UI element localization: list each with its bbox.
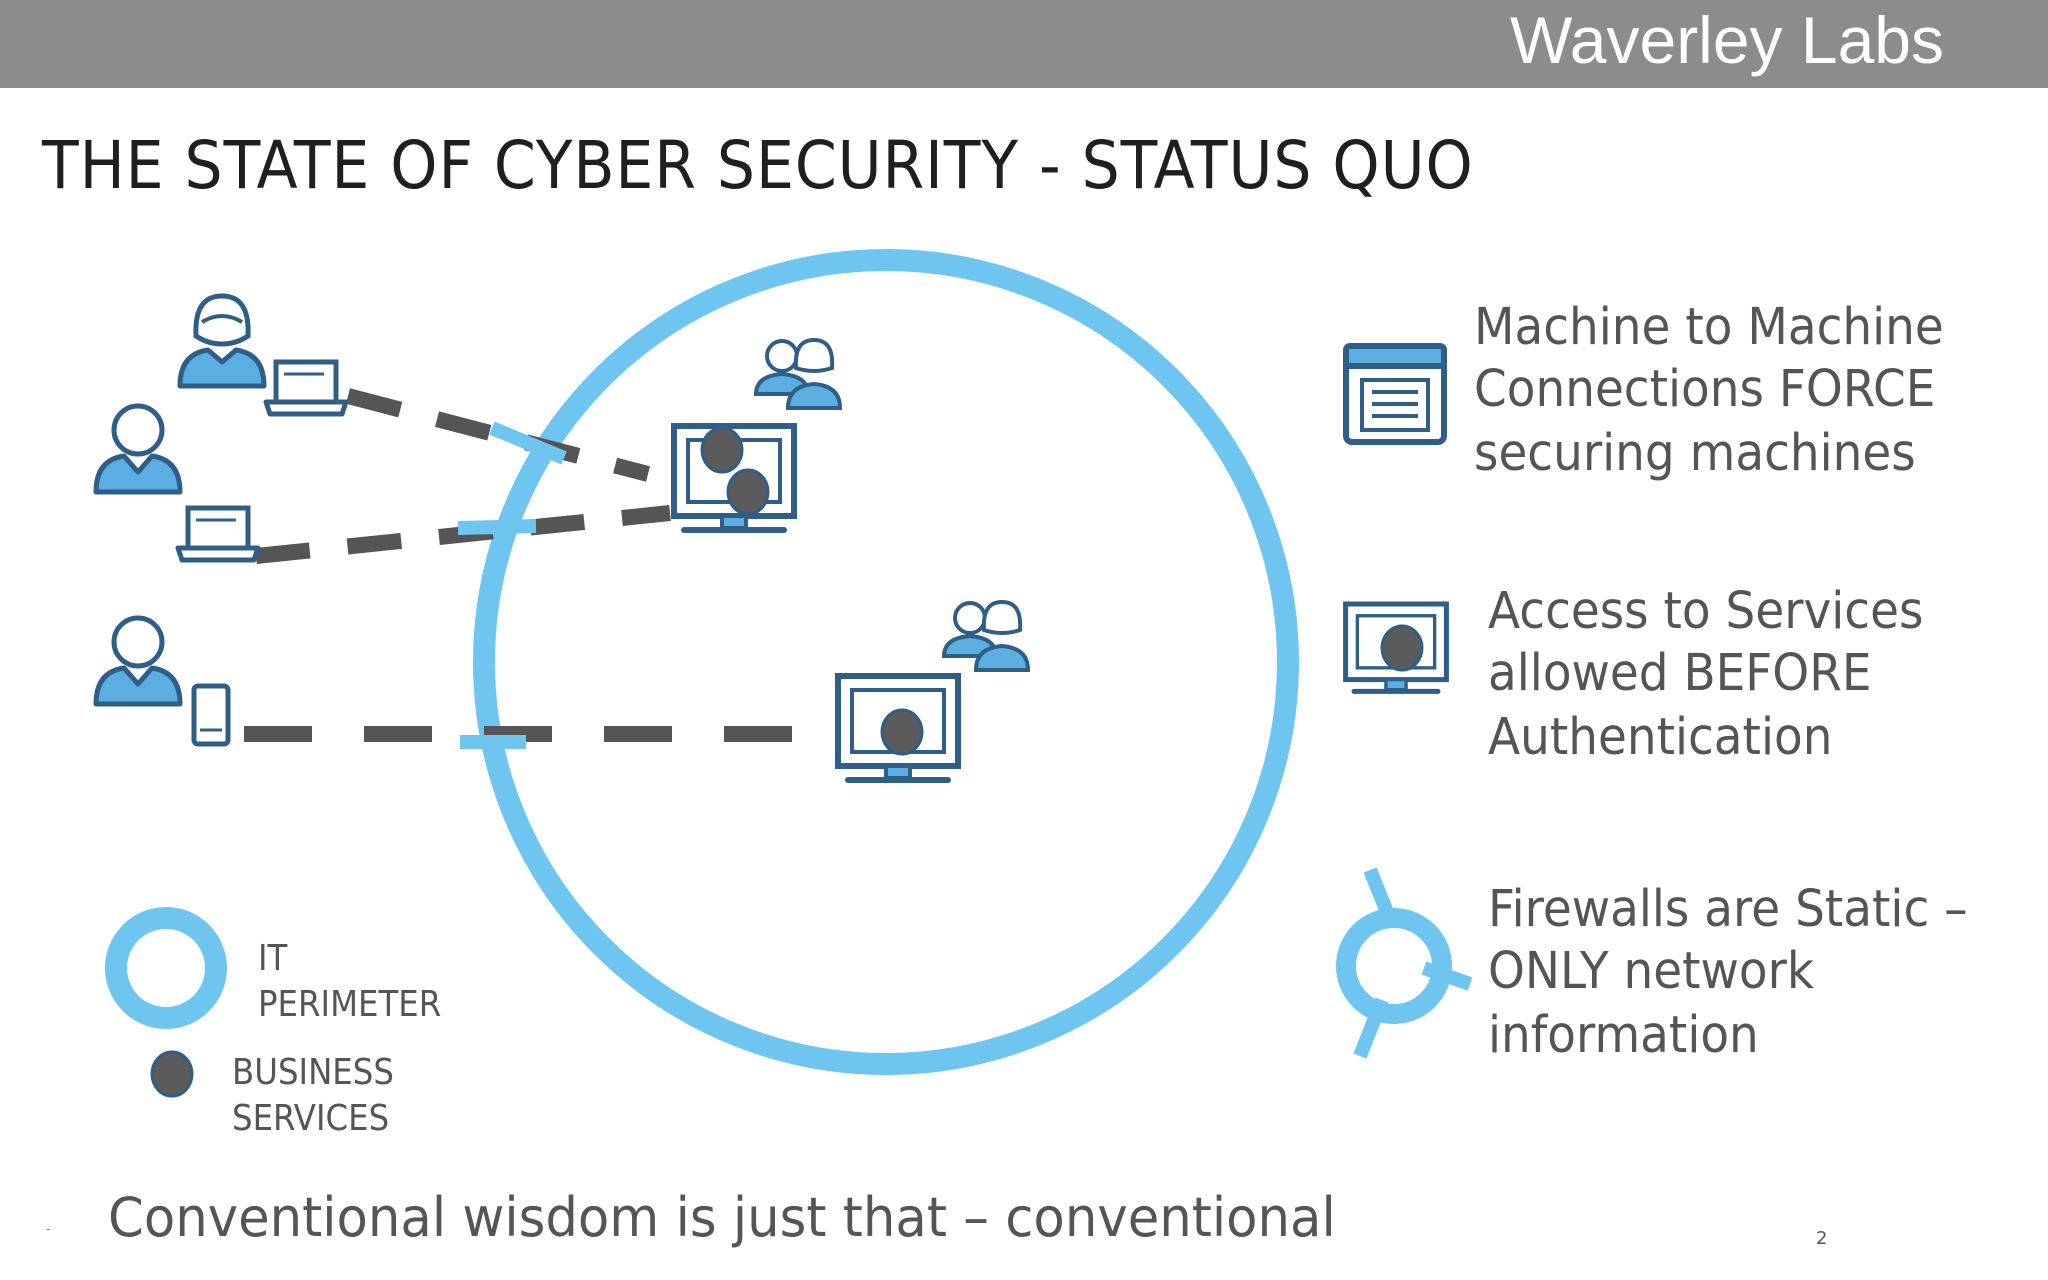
bullet-3-line-3: information	[1488, 1006, 1759, 1065]
bullet-2-line-2: allowed BEFORE	[1488, 644, 1872, 703]
service-monitor-icon	[838, 676, 958, 780]
legend-services-label-1: BUSINESS	[232, 1052, 394, 1093]
legend-perimeter-label-1: IT	[258, 938, 288, 979]
bullet-1-line-2: Connections FORCE	[1474, 360, 1936, 419]
laptop-icon	[178, 508, 258, 560]
user-icon	[180, 296, 264, 386]
bullet-3-line-1: Firewalls are Static –	[1488, 880, 1968, 939]
user-group-icon	[942, 600, 1030, 672]
it-perimeter-ring	[473, 249, 1299, 1075]
phone-icon	[191, 683, 231, 747]
user-group-icon	[754, 338, 842, 410]
footer-tagline: Conventional wisdom is just that – conve…	[108, 1186, 1336, 1249]
legend-perimeter-icon	[105, 907, 227, 1029]
user-icon	[96, 406, 180, 492]
firewall-ring-icon	[1336, 867, 1473, 1059]
bullet-1-line-3: securing machines	[1474, 424, 1916, 483]
header-bar	[0, 0, 2048, 88]
bullet-1-line-1: Machine to Machine	[1474, 298, 1944, 357]
legend-service-dot	[150, 1050, 194, 1098]
bullet-3-line-2: ONLY network	[1488, 942, 1815, 1001]
browser-window-icon	[1343, 343, 1447, 445]
monitor-service-icon	[1346, 604, 1447, 691]
connection-line	[345, 388, 651, 482]
service-monitor-icon	[674, 426, 794, 530]
firewall-gate	[489, 421, 567, 465]
bullet-2-line-3: Authentication	[1488, 708, 1833, 767]
legend-services-label-2: SERVICES	[232, 1098, 390, 1139]
laptop-icon	[266, 362, 346, 414]
slide-title: THE STATE OF CYBER SECURITY - STATUS QUO	[42, 127, 1474, 204]
legend-perimeter-label-2: PERIMETER	[258, 984, 442, 1025]
footer-marker: -	[46, 1222, 51, 1236]
bullet-2-line-1: Access to Services	[1488, 582, 1924, 641]
user-icon	[96, 618, 180, 704]
brand-name: Waverley Labs	[1509, 3, 1944, 77]
page-number: 2	[1816, 1228, 1828, 1249]
firewall-gate	[457, 519, 537, 535]
